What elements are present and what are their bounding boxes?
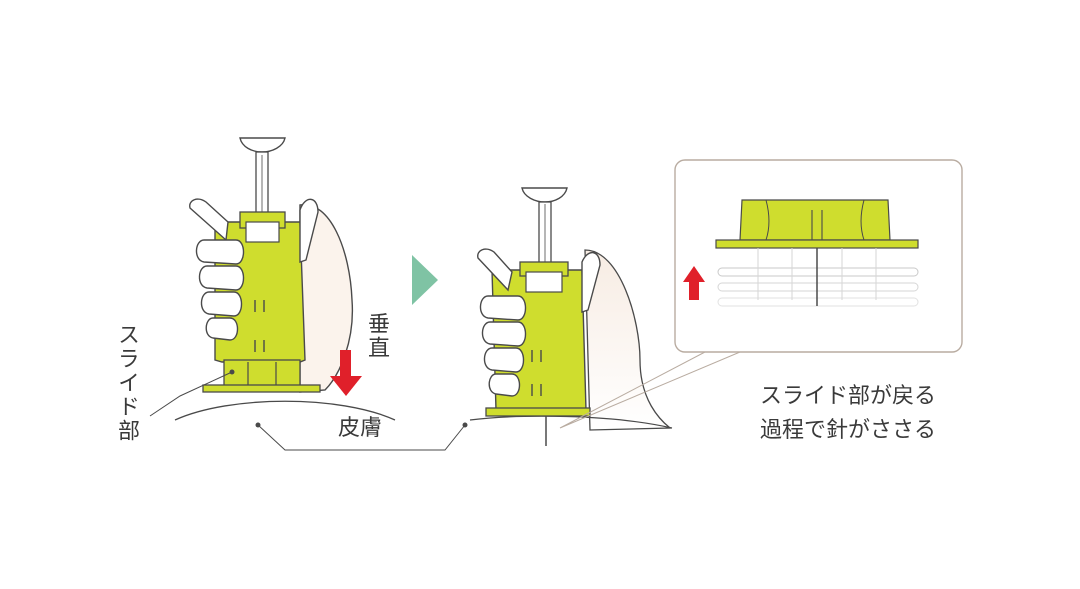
step1-base-plate [202, 384, 321, 393]
step2-thumb [581, 251, 601, 313]
chevron-right-icon [412, 255, 438, 305]
step2-skin-surface [469, 415, 673, 429]
callout-slide-ghosts [717, 248, 919, 307]
step2-palm [584, 249, 672, 431]
callout-base-plate [715, 239, 919, 249]
step1-device-assembly [189, 137, 354, 393]
caption-line-1: スライド部が戻る [760, 384, 937, 409]
slide-part-leader [149, 371, 233, 417]
step1-plunger-cap [239, 137, 286, 153]
slide-part-label: スライド部 [114, 323, 139, 443]
skin-label: 皮膚 [338, 416, 383, 441]
step2-device-assembly [477, 187, 672, 446]
caption-line-2: 過程で針がささる [760, 418, 937, 443]
step2-plunger-cap [521, 187, 568, 203]
arrow-up-icon [683, 266, 705, 300]
step1-thumb [299, 198, 319, 263]
callout-device-body [739, 199, 891, 241]
arrow-down-icon [330, 350, 362, 396]
step1-fingers [189, 198, 245, 341]
step1-slide-part [223, 359, 301, 387]
step2-base-plate [485, 407, 591, 417]
skin-leader [257, 424, 466, 451]
step2-fingers [477, 248, 527, 397]
callout-frame [674, 159, 963, 353]
vertical-label: 垂直 [364, 312, 389, 360]
step1-palm [299, 204, 354, 393]
detail-callout [674, 159, 963, 353]
step1-skin-surface [174, 400, 396, 421]
callout-leader [559, 351, 741, 429]
